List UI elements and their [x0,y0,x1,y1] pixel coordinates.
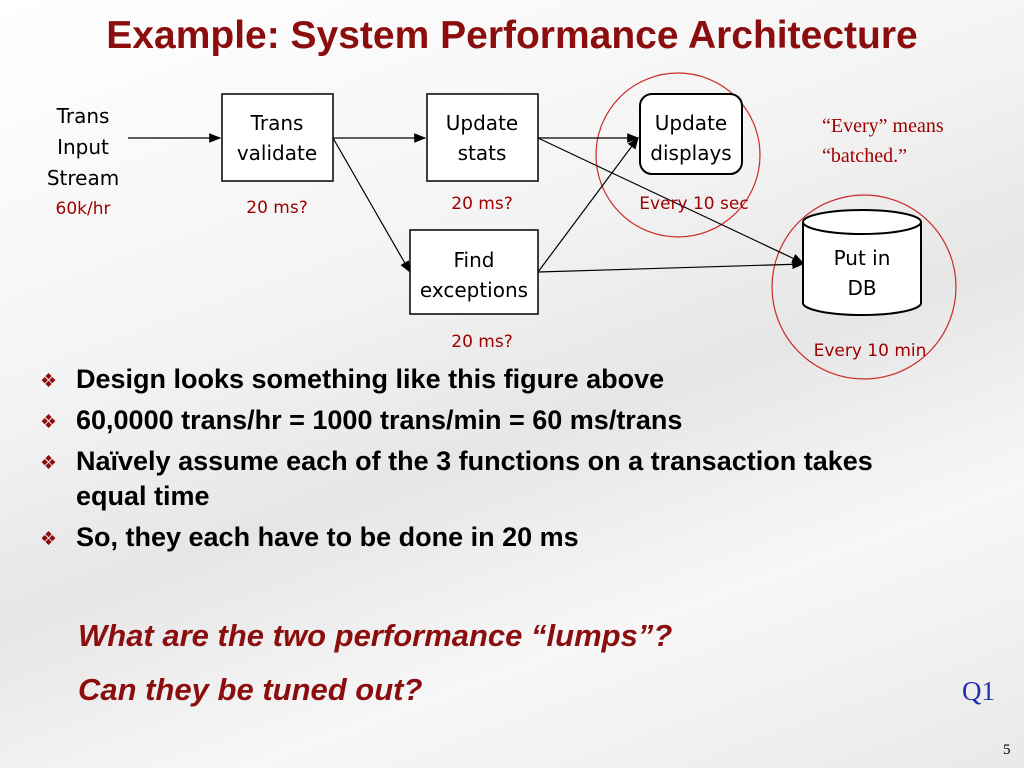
arrow-stats-to-db [537,137,805,264]
displays-lump-circle [595,72,761,238]
slide-title: Example: System Performance Architecture [106,14,918,57]
db-line-2: DB [847,276,876,300]
arrow-validate-to-exceptions [332,137,411,274]
page-number: 5 [1003,742,1011,758]
node-put-in-db: Put in DB [802,209,922,316]
question-lumps: What are the two performance “lumps”? [78,618,673,653]
bullet-text: 60,0000 trans/hr = 1000 trans/min = 60 m… [76,405,683,435]
exceptions-line-2: exceptions [420,278,528,302]
input-rate: 60k/hr [56,199,111,219]
node-update-stats: Update stats [426,93,539,182]
input-stream-label: Trans Input Stream 60k/hr [47,104,119,219]
diamond-bullet-icon: ❖ [40,371,58,392]
arrow-exceptions-to-displays [537,137,639,273]
validate-line-1: Trans [250,111,304,135]
batched-note: “Every” means “batched.” [822,115,944,167]
input-line-1: Trans [56,104,110,128]
validate-line-2: validate [237,141,317,165]
exceptions-time: 20 ms? [451,332,512,352]
node-trans-validate: Trans validate [221,93,334,182]
note-line-1: “Every” means [822,115,944,137]
db-line-1: Put in [834,246,891,270]
bullet-text: So, they each have to be done in 20 ms [76,522,579,552]
validate-time: 20 ms? [246,198,307,218]
stats-line-2: stats [458,141,507,165]
bullet-item: ❖ Design looks something like this figure… [40,362,940,397]
bullet-item: ❖ 60,0000 trans/hr = 1000 trans/min = 60 … [40,403,940,438]
diamond-bullet-icon: ❖ [40,412,58,433]
node-find-exceptions: Find exceptions [409,229,539,315]
stats-line-1: Update [446,111,518,135]
db-lump-circle [771,194,957,380]
bullet-text: Design looks something like this figure … [76,364,665,394]
node-update-displays: Update displays [639,93,743,175]
bullet-item: ❖ So, they each have to be done in 20 ms [40,520,940,555]
note-line-2: “batched.” [822,145,907,167]
db-time: Every 10 min [814,341,927,361]
bullet-item: ❖ Naïvely assume each of the 3 functions … [40,444,940,514]
displays-time: Every 10 sec [639,194,748,214]
question-badge: Q1 [962,676,995,706]
displays-line-2: displays [650,141,731,165]
bullet-list: ❖ Design looks something like this figure… [40,362,940,561]
stats-time: 20 ms? [451,194,512,214]
architecture-diagram: Trans Input Stream 60k/hr Trans validate… [47,72,957,380]
input-line-3: Stream [47,166,119,190]
diamond-bullet-icon: ❖ [40,453,58,474]
diamond-bullet-icon: ❖ [40,529,58,550]
displays-line-1: Update [655,111,727,135]
arrow-exceptions-to-db [537,259,805,273]
bullet-text: Naïvely assume each of the 3 functions o… [76,446,873,511]
question-tuned-out: Can they be tuned out? [78,672,423,707]
exceptions-line-1: Find [454,248,495,272]
input-line-2: Input [57,135,109,159]
